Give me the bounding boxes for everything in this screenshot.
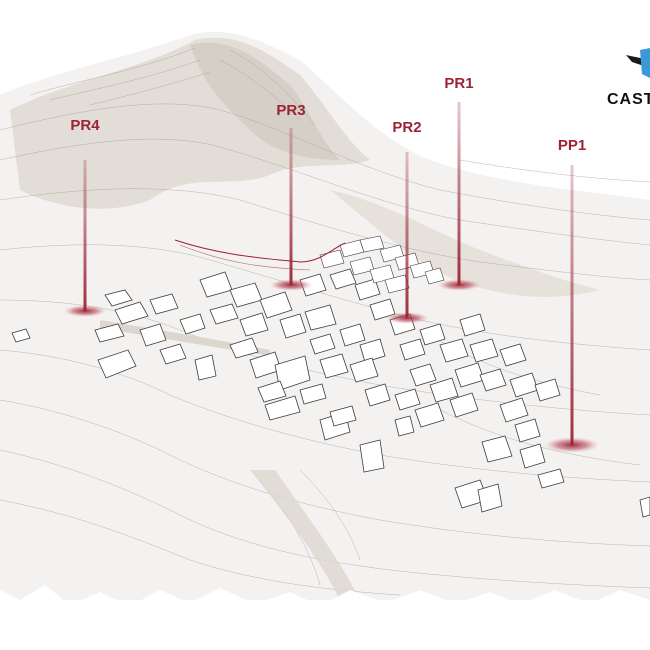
cable-line-2: [179, 244, 311, 271]
marker-pr3: PR3: [269, 102, 313, 291]
marker-pr2: PR2: [385, 119, 429, 324]
marker-label: PR3: [276, 102, 305, 119]
marker-beam: [83, 160, 87, 311]
marker-beam: [570, 165, 574, 445]
marker-pp1: PP1: [544, 137, 600, 453]
marker-beam: [457, 102, 461, 285]
torn-edge: [0, 585, 650, 650]
valley-shade: [330, 190, 600, 297]
marker-label: PR1: [444, 75, 473, 92]
building-cluster-east: [394, 313, 650, 518]
logo-text: CASTE: [607, 91, 650, 108]
marker-label: PR4: [70, 117, 100, 134]
marker-beam: [405, 152, 409, 318]
building-cluster-west: [11, 289, 217, 381]
logo-mark-icon: [626, 48, 650, 78]
marker-label: PR2: [392, 119, 421, 136]
mountain-shade-2: [190, 42, 340, 160]
marker-label: PP1: [558, 137, 586, 154]
road: [250, 470, 360, 600]
marker-pr4: PR4: [63, 117, 107, 317]
logo: CASTE: [607, 48, 650, 108]
marker-pr1: PR1: [437, 75, 481, 291]
marker-beam: [289, 128, 293, 285]
